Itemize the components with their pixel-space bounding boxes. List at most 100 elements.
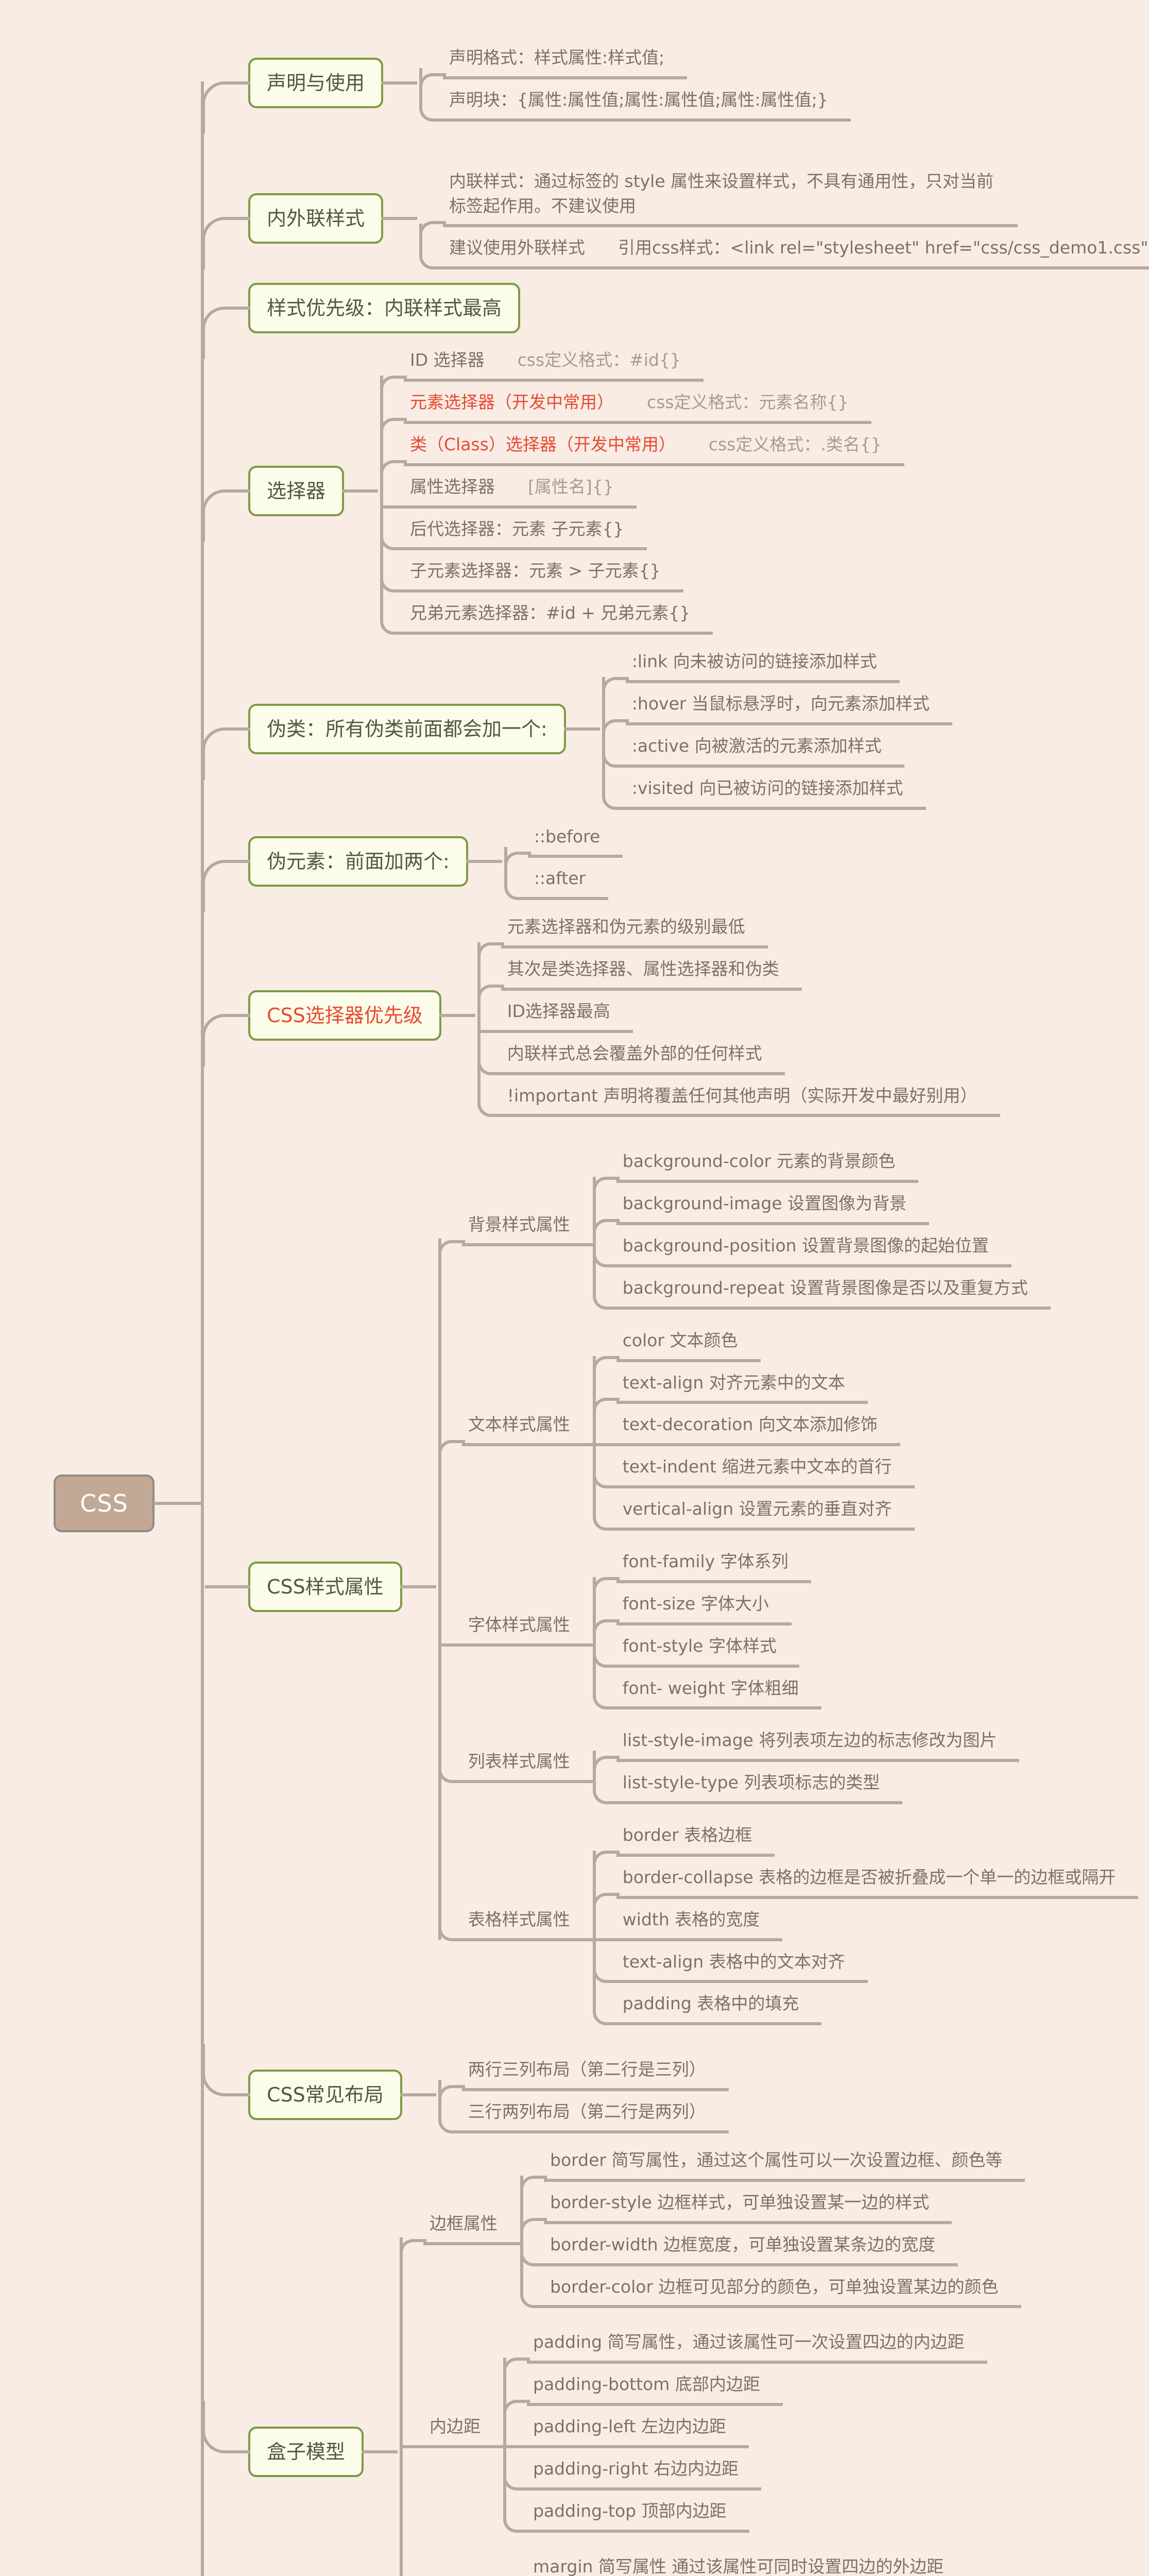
- item-text-secondary: css定义格式：#id{}: [517, 350, 681, 370]
- mindmap-item[interactable]: border 简写属性，通过这个属性可以一次设置边框、颜色等: [520, 2147, 1025, 2201]
- item-text: list-style-image 将列表项左边的标志修改为图片: [622, 1730, 997, 1751]
- mindmap-item[interactable]: color 文本颜色: [592, 1327, 915, 1382]
- mindmap-item[interactable]: 其次是类选择器、属性选择器和伪类: [477, 956, 1000, 1010]
- branch-declare-and-use: 声明与使用 声明格式：样式属性:样式值; 声明块：{属性:属性值;属性:属性值;…: [201, 44, 1138, 134]
- mindmap-item[interactable]: border-width 边框宽度，可单独设置某条边的宽度: [520, 2231, 1025, 2266]
- group-background-props[interactable]: 背景样式属性 background-color 元素的背景颜色 backgrou…: [438, 1148, 1139, 1310]
- group-border-props[interactable]: 边框属性 border 简写属性，通过这个属性可以一次设置边框、颜色等 bord…: [400, 2147, 1025, 2309]
- mindmap-item[interactable]: :hover 当鼠标悬浮时，向元素添加样式: [602, 690, 952, 745]
- mindmap-item[interactable]: vertical-align 设置元素的垂直对齐: [592, 1496, 915, 1531]
- children-pseudo-class: :link 向未被访问的链接添加样式 :hover 当鼠标悬浮时，向元素添加样式…: [602, 648, 952, 810]
- mindmap-item[interactable]: list-style-image 将列表项左边的标志修改为图片: [592, 1727, 1020, 1782]
- mindmap-item[interactable]: 三行两列布局（第二行是两列）: [438, 2098, 729, 2133]
- item-text: :link 向未被访问的链接添加样式: [631, 651, 877, 672]
- item-text: 子元素选择器：元素 > 子元素{}: [410, 561, 661, 581]
- mindmap-item[interactable]: text-decoration 向文本添加修饰: [592, 1411, 915, 1447]
- group-padding-props[interactable]: 内边距 padding 简写属性，通过该属性可一次设置四边的内边距 paddin…: [400, 2329, 1025, 2533]
- mindmap-item[interactable]: 元素选择器（开发中常用）css定义格式：元素名称{}: [380, 389, 904, 444]
- group-label: 边框属性: [430, 2213, 498, 2233]
- mindmap-item[interactable]: border-style 边框样式，可单独设置某一边的样式: [520, 2189, 1025, 2244]
- mindmap-item[interactable]: font- weight 字体粗细: [592, 1675, 821, 1710]
- mindmap-item[interactable]: border 表格边框: [592, 1822, 1139, 1876]
- mindmap-item[interactable]: :link 向未被访问的链接添加样式: [602, 648, 952, 703]
- mindmap-item[interactable]: padding-left 左边内边距: [503, 2413, 987, 2448]
- node-pseudo-class[interactable]: 伪类：所有伪类前面都会加一个:: [202, 703, 600, 780]
- item-text: list-style-type 列表项标志的类型: [622, 1772, 880, 1793]
- mindmap-item[interactable]: border-color 边框可见部分的颜色，可单独设置某边的颜色: [520, 2274, 1025, 2309]
- mindmap-item[interactable]: padding-right 右边内边距: [503, 2455, 987, 2490]
- mindmap-item[interactable]: !important 声明将覆盖任何其他声明（实际开发中最好别用）: [477, 1082, 1000, 1117]
- mindmap-item[interactable]: font-family 字体系列: [592, 1548, 821, 1603]
- item-text: text-indent 缩进元素中文本的首行: [622, 1456, 892, 1477]
- item-text: :hover 当鼠标悬浮时，向元素添加样式: [631, 693, 930, 714]
- node-inline-external-style[interactable]: 内外联样式: [201, 193, 418, 270]
- branch-selector-priority: CSS选择器优先级 元素选择器和伪元素的级别最低 其次是类选择器、属性选择器和伪…: [202, 913, 1138, 1117]
- mindmap-item[interactable]: 内联样式：通过标签的 style 属性来设置样式，不具有通用性，只对当前标签起作…: [419, 168, 1149, 247]
- mindmap-item[interactable]: width 表格的宽度: [592, 1906, 1139, 1941]
- mindmap-item[interactable]: padding-bottom 底部内边距: [503, 2371, 987, 2426]
- mindmap-item[interactable]: ID选择器最高: [477, 998, 1000, 1033]
- item-text: background-color 元素的背景颜色: [622, 1151, 896, 1172]
- root-node-css[interactable]: CSS: [54, 1475, 155, 1532]
- mindmap-item[interactable]: text-align 对齐元素中的文本: [592, 1369, 915, 1424]
- group-text-props[interactable]: 文本样式属性 color 文本颜色 text-align 对齐元素中的文本 te…: [438, 1327, 1139, 1531]
- mindmap-item[interactable]: :active 向被激活的元素添加样式: [602, 733, 952, 768]
- mindmap-item[interactable]: padding 简写属性，通过该属性可一次设置四边的内边距: [503, 2329, 987, 2383]
- mindmap-item[interactable]: 后代选择器：元素 子元素{}: [380, 516, 904, 551]
- mindmap-item[interactable]: font-style 字体样式: [592, 1633, 821, 1668]
- mindmap-item[interactable]: :visited 向已被访问的链接添加样式: [602, 775, 952, 810]
- mindmap-item[interactable]: 元素选择器和伪元素的级别最低: [477, 913, 1000, 968]
- mindmap-item[interactable]: background-color 元素的背景颜色: [592, 1148, 1051, 1203]
- item-text: border 表格边框: [622, 1825, 752, 1845]
- branch-style-priority: 样式优先级：内联样式最高: [201, 283, 1138, 360]
- mindmap-item[interactable]: 声明块：{属性:属性值;属性:属性值;属性:属性值;}: [419, 87, 851, 122]
- item-text: border-color 边框可见部分的颜色，可单独设置某边的颜色: [550, 2276, 999, 2297]
- mindmap-item[interactable]: border-collapse 表格的边框是否被折叠成一个单一的边框或隔开: [592, 1864, 1139, 1919]
- item-text: 声明块：{属性:属性值;属性:属性值;属性:属性值;}: [449, 89, 828, 110]
- mindmap-item[interactable]: 建议使用外联样式引用css样式：<link rel="stylesheet" h…: [419, 234, 1149, 270]
- item-text: font-family 字体系列: [622, 1551, 788, 1571]
- mindmap-item[interactable]: 两行三列布局（第二行是三列）: [438, 2056, 729, 2111]
- item-text: padding-right 右边内边距: [533, 2458, 739, 2479]
- mindmap-item[interactable]: 声明格式：样式属性:样式值;: [419, 44, 851, 99]
- group-font-props[interactable]: 字体样式属性 font-family 字体系列 font-size 字体大小 f…: [438, 1548, 1139, 1710]
- mindmap-item[interactable]: ::after: [504, 865, 623, 901]
- node-selectors[interactable]: 选择器: [201, 465, 379, 542]
- mindmap-item[interactable]: 类（Class）选择器（开发中常用）css定义格式：.类名{}: [380, 431, 904, 486]
- mindmap-item[interactable]: 兄弟元素选择器：#id + 兄弟元素{}: [380, 600, 904, 635]
- mindmap-item[interactable]: 子元素选择器：元素 > 子元素{}: [380, 557, 904, 593]
- mindmap-item[interactable]: font-size 字体大小: [592, 1590, 821, 1645]
- group-list-props[interactable]: 列表样式属性 list-style-image 将列表项左边的标志修改为图片 l…: [438, 1727, 1139, 1805]
- children-declare-and-use: 声明格式：样式属性:样式值; 声明块：{属性:属性值;属性:属性值;属性:属性值…: [419, 44, 851, 122]
- group-label: 字体样式属性: [468, 1614, 570, 1635]
- mindmap-item[interactable]: margin 简写属性 通过该属性可同时设置四边的外边距: [527, 2553, 966, 2576]
- item-text: 兄弟元素选择器：#id + 兄弟元素{}: [410, 603, 691, 623]
- node-common-layouts[interactable]: CSS常见布局: [202, 2044, 436, 2121]
- mindmap-item[interactable]: background-repeat 设置背景图像是否以及重复方式: [592, 1275, 1051, 1310]
- node-box-model[interactable]: 盒子模型: [201, 2400, 398, 2477]
- item-text: margin 简写属性 通过该属性可同时设置四边的外边距: [533, 2556, 944, 2576]
- mindmap-item[interactable]: padding 表格中的填充: [592, 1990, 1139, 2026]
- mindmap-item[interactable]: list-style-type 列表项标志的类型: [592, 1769, 1020, 1805]
- mindmap-item[interactable]: 属性选择器[属性名]{}: [380, 473, 904, 509]
- node-declare-and-use[interactable]: 声明与使用: [201, 57, 418, 134]
- node-style-properties[interactable]: CSS样式属性: [205, 1561, 436, 1612]
- mindmap-item[interactable]: background-image 设置图像为背景: [592, 1190, 1051, 1245]
- node-pseudo-element[interactable]: 伪元素：前面加两个:: [202, 836, 502, 913]
- mindmap-item[interactable]: text-indent 缩进元素中文本的首行: [592, 1453, 915, 1489]
- mindmap-item[interactable]: background-position 设置背景图像的起始位置: [592, 1232, 1051, 1267]
- item-text: text-decoration 向文本添加修饰: [622, 1414, 878, 1435]
- item-text: 三行两列布局（第二行是两列）: [468, 2102, 706, 2122]
- mindmap-item[interactable]: text-align 表格中的文本对齐: [592, 1948, 1139, 1984]
- mindmap-item[interactable]: padding-top 顶部内边距: [503, 2498, 987, 2533]
- node-style-priority[interactable]: 样式优先级：内联样式最高: [201, 283, 521, 360]
- item-text-secondary: [属性名]{}: [528, 476, 614, 497]
- children-margin-props: margin 简写属性 通过该属性可同时设置四边的外边距 margin-bott…: [503, 2553, 966, 2576]
- mindmap-item[interactable]: ::before: [504, 823, 623, 878]
- mindmap-item[interactable]: 内联样式总会覆盖外部的任何样式: [477, 1040, 1000, 1075]
- item-text: text-align 对齐元素中的文本: [622, 1372, 845, 1393]
- group-table-props[interactable]: 表格样式属性 border 表格边框 border-collapse 表格的边框…: [438, 1822, 1139, 2026]
- group-margin-props[interactable]: 外边距 margin 简写属性 通过该属性可同时设置四边的外边距 margin-…: [423, 2553, 1025, 2576]
- node-selector-priority[interactable]: CSS选择器优先级: [202, 990, 475, 1066]
